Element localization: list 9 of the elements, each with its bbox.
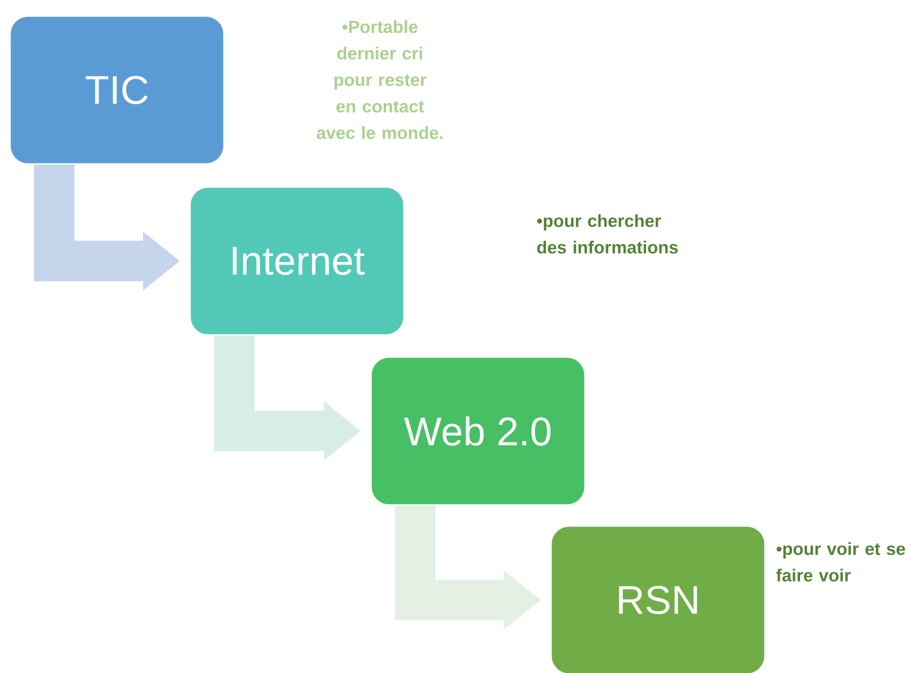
bent-arrow	[395, 506, 540, 630]
process-box: TIC	[9, 15, 225, 165]
note-text: •Portable dernier cri pour rester en contact avec le monde.	[316, 20, 442, 140]
note-text: •pour chercher des informations	[537, 214, 678, 254]
process-box: Web 2.0	[370, 356, 586, 506]
process-box: RSN	[550, 525, 766, 673]
bent-arrow	[214, 336, 360, 460]
process-box: Internet	[189, 186, 405, 336]
bent-arrow	[34, 164, 180, 290]
